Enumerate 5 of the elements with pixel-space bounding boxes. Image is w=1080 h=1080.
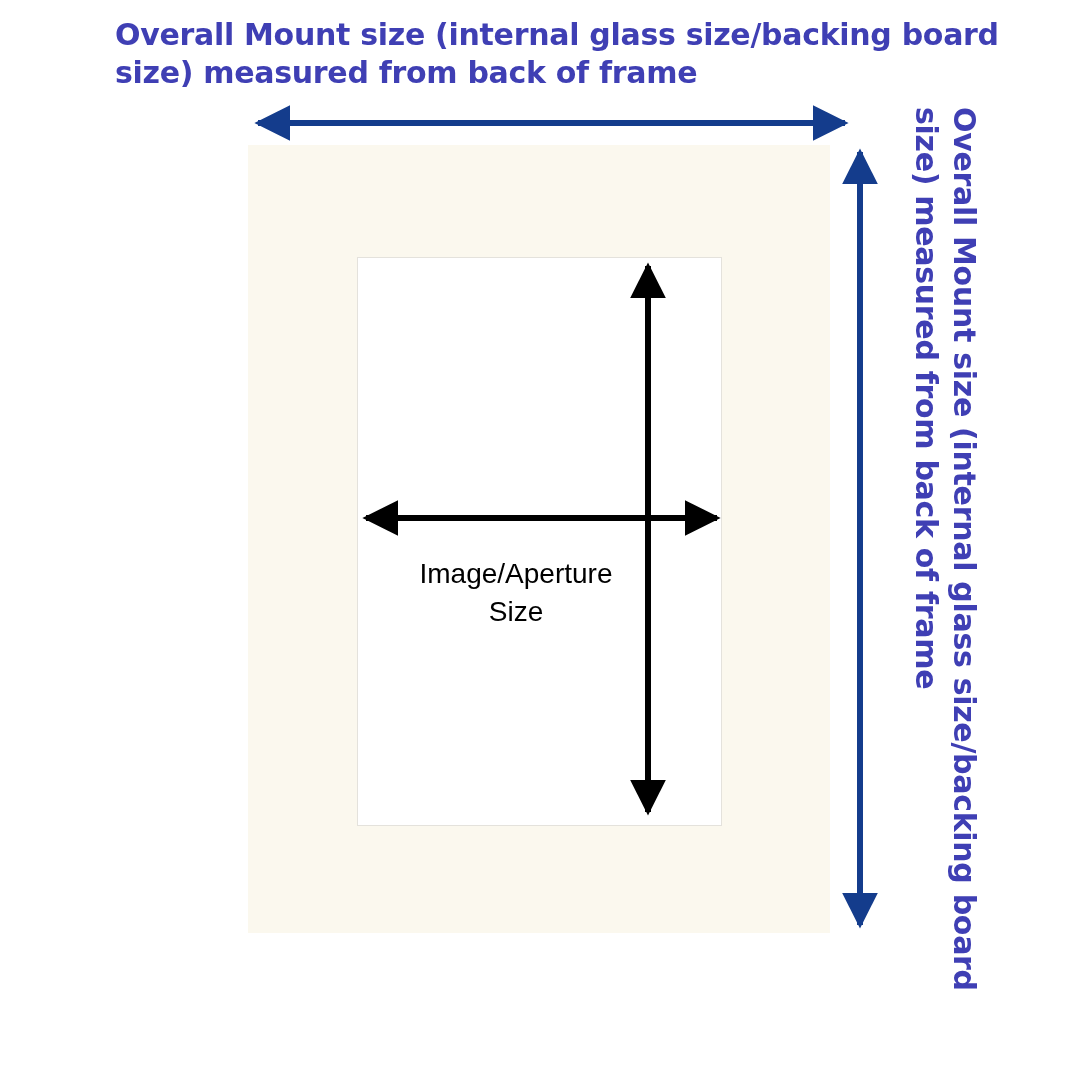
dimension-label: Overall Mount size (internal glass size/backing board size) measured from back of frame (908, 107, 983, 993)
dimension-label: Overall Mount size (internal glass size/backing board size) measured from back of frame (115, 16, 1000, 92)
aperture-label: Image/Aperture Size (418, 557, 614, 629)
mount-board (248, 145, 830, 933)
aperture-window (357, 257, 722, 826)
